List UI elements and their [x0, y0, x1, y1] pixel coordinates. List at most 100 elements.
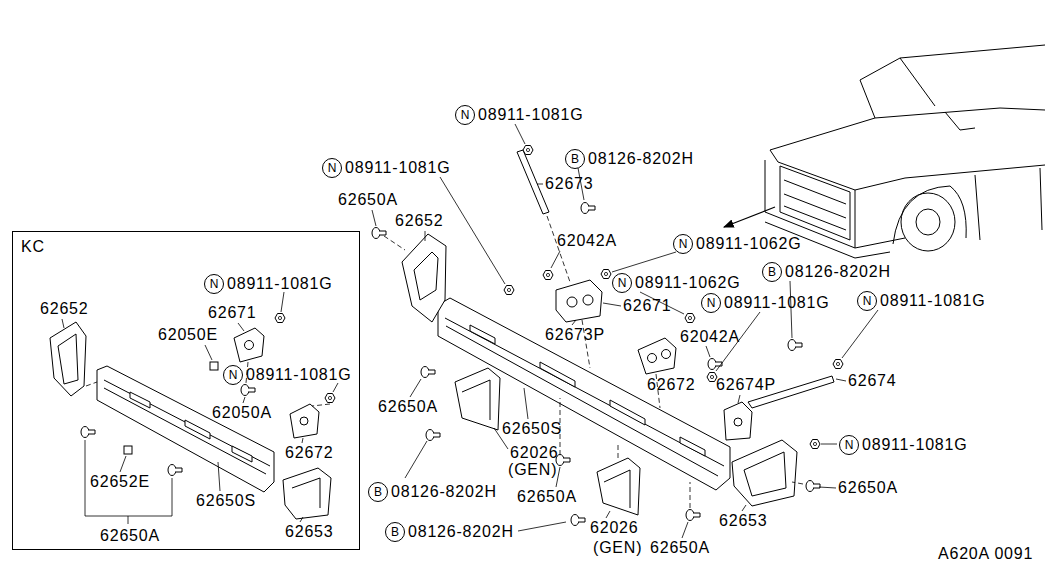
- bracket: [724, 402, 752, 440]
- fastener-symbol: B: [368, 482, 388, 502]
- part-number: 08911-1081G: [724, 294, 829, 312]
- truck-sketch: [770, 150, 855, 190]
- fastener-callout: N08911-1081G: [322, 158, 450, 178]
- part-number: 08911-1081G: [345, 159, 450, 177]
- leader-line: [524, 388, 528, 419]
- fastener-callout: B08126-8202H: [368, 482, 497, 502]
- bumper-guard: [597, 458, 640, 515]
- bumper-beam: [438, 298, 730, 490]
- leader-line: [706, 346, 710, 357]
- kc-leader-line: [281, 292, 284, 312]
- bumper-guard: [455, 368, 500, 430]
- fastener-symbol: N: [204, 274, 224, 294]
- leader-line: [515, 124, 525, 144]
- callout-number: 62652E: [90, 473, 150, 491]
- truck-sketch: [784, 180, 846, 230]
- fastener-callout: N08911-1081G: [857, 291, 985, 311]
- kc-leader-line: [218, 462, 220, 491]
- bracket: [556, 280, 602, 322]
- callout-number: 62650S: [196, 492, 256, 510]
- leader-line: [612, 252, 676, 272]
- callout-number: 62653: [719, 512, 768, 530]
- fastener: [707, 373, 717, 382]
- kc-assembly-line: [312, 404, 330, 406]
- kc-bumper-beam: [130, 392, 150, 408]
- callout-number: 62671: [623, 297, 672, 315]
- fastener: [788, 340, 802, 351]
- leader-line: [819, 487, 836, 488]
- fastener-symbol: N: [673, 234, 693, 254]
- bracket: [583, 295, 593, 305]
- kc-parts: [50, 322, 331, 519]
- part-number: 08126-8202H: [408, 523, 514, 541]
- truck-sketch: [765, 160, 905, 248]
- callout-number: 62026: [510, 444, 559, 462]
- fastener-symbol: N: [612, 273, 632, 293]
- bumper-beam: [680, 437, 705, 456]
- kc-bumper-beam: [232, 446, 252, 462]
- kc-parts: [124, 446, 132, 454]
- callout-number: 62026: [590, 519, 639, 537]
- bumper-beam: [540, 362, 575, 387]
- bracket: [734, 418, 742, 426]
- kc-fastener: [241, 385, 255, 396]
- leader-line: [738, 395, 740, 403]
- kc-fastener: [81, 427, 95, 438]
- bumper-guard: [462, 380, 490, 420]
- callout-number: 62650A: [650, 539, 710, 557]
- fastener-symbol: N: [701, 293, 721, 313]
- end-cap-left: [402, 234, 446, 322]
- kc-leader-line: [238, 323, 244, 331]
- bracket: [648, 354, 657, 363]
- truck-sketch: [916, 209, 940, 235]
- variant-code: KC: [21, 238, 45, 256]
- leader-line: [518, 522, 566, 531]
- fastener: [372, 228, 386, 239]
- callout-number: 62652: [40, 300, 89, 318]
- kc-bumper-beam: [104, 380, 270, 466]
- fastener: [426, 430, 440, 441]
- callout-number: 62650A: [378, 398, 438, 416]
- kc-leader-line: [205, 345, 212, 360]
- bumper-beam: [438, 298, 730, 490]
- kc-leader-line: [243, 397, 245, 403]
- leader-line: [603, 303, 621, 306]
- kc-leader-line: [300, 517, 303, 522]
- callout-number: 62042A: [557, 232, 617, 250]
- callout-number: 62673P: [545, 326, 605, 344]
- part-number: 08911-1081G: [862, 436, 967, 454]
- variant-panel: KCN08911-1081GN08911-1081G: [12, 231, 360, 550]
- fastener-callout: N08911-1081G: [701, 293, 829, 313]
- fastener-symbol: N: [455, 105, 475, 125]
- fastener-symbol: N: [839, 435, 859, 455]
- truck-sketch: [975, 168, 1042, 240]
- bumper-beam: [610, 400, 645, 425]
- assembly-line: [384, 216, 803, 508]
- leader-line: [606, 511, 610, 518]
- kc-parts: [245, 341, 254, 350]
- part-number: 08126-8202H: [588, 150, 694, 168]
- kc-parts: [234, 328, 264, 362]
- callout-number: 62050E: [158, 326, 218, 344]
- kc-fastener: [81, 314, 335, 476]
- fastener-callout: N08911-1081G: [839, 435, 967, 455]
- callout-number: 62042A: [680, 328, 740, 346]
- callout-number: (GEN): [593, 539, 642, 557]
- kc-leader-line: [62, 319, 64, 328]
- fastener: [810, 440, 820, 449]
- fastener-symbol: B: [385, 522, 405, 542]
- end-cap-left: [402, 234, 446, 322]
- leader-line: [410, 379, 421, 397]
- kc-leader-line: [333, 383, 338, 392]
- part-number: 08911-1081G: [478, 106, 583, 124]
- leader-line: [405, 441, 427, 478]
- kc-fastener: [325, 394, 335, 403]
- bracket: [556, 280, 752, 440]
- kc-leader-line: [120, 456, 126, 472]
- kc-parts: [300, 417, 308, 425]
- callout-number: 62674P: [716, 376, 776, 394]
- assembly-line: [384, 236, 405, 250]
- kc-leader-line: [85, 440, 172, 516]
- callout-number: 62652: [395, 212, 444, 230]
- bumper-guard: [604, 470, 630, 508]
